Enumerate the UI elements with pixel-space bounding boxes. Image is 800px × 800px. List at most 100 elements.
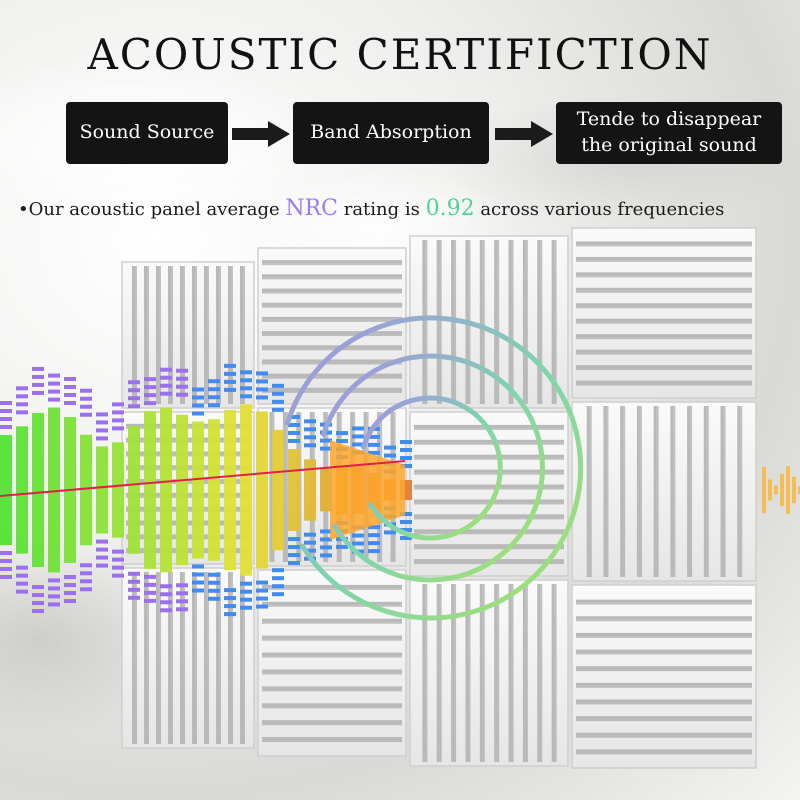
residual-bar [786,466,790,514]
wave-cap [16,581,28,586]
wave-bar [320,468,332,512]
wave-cap [176,591,188,596]
wave-bar [16,426,28,554]
wave-bar [288,448,300,532]
wave-cap [208,379,220,384]
wave-cap [144,582,156,587]
wave-cap [256,371,268,376]
wave-bar [208,419,220,561]
wave-cap [272,407,284,412]
wave-cap [368,450,380,455]
wave-cap [320,446,332,451]
wave-cap [192,564,204,569]
wave-bar [160,407,172,573]
wave-cap [128,595,140,600]
wave-cap [144,574,156,579]
wave-cap [128,380,140,385]
wave-cap [272,383,284,388]
arrow-right-icon [495,121,553,147]
statement-prefix: Our acoustic panel average [28,199,286,220]
wave-cap [48,381,60,386]
nrc-statement: •Our acoustic panel average NRC rating i… [18,196,724,221]
wave-cap [80,563,92,568]
wave-cap [304,435,316,440]
wave-cap [224,387,236,392]
wave-bar [112,442,124,538]
wave-cap [352,533,364,538]
wave-bar [80,434,92,546]
wave-cap [368,549,380,554]
wave-cap [304,419,316,424]
wave-cap [160,391,172,396]
wave-cap [144,598,156,603]
bullet: • [18,199,29,220]
wave-cap [304,427,316,432]
wave-cap [192,580,204,585]
wave-cap [128,579,140,584]
wave-cap [112,410,124,415]
wave-cap [272,399,284,404]
wave-cap [384,453,396,458]
step-disappear: Tende to disappear the original sound [556,102,782,164]
wave-cap [32,366,44,371]
wave-cap [96,563,108,568]
wave-cap [208,596,220,601]
wave-cap [80,388,92,393]
wave-cap [320,537,332,542]
wave-cap [144,401,156,406]
wave-cap [400,448,412,452]
wave-cap [288,422,300,427]
nrc-label: NRC [285,196,338,221]
wave-cap [224,604,236,609]
wave-cap [272,568,284,573]
step-label: Sound Source [79,121,215,144]
step-band-absorption: Band Absorption [293,102,489,164]
wave-bar [192,421,204,559]
wave-cap [192,588,204,593]
acoustic-panel [257,247,407,405]
wave-bar [304,459,316,521]
wave-cap [400,520,412,524]
wave-cap [64,400,76,405]
wave-cap [208,588,220,593]
wave-bar [272,429,284,551]
nrc-value: 0.92 [425,196,475,221]
wave-cap [176,607,188,612]
wave-cap [96,555,108,560]
acoustic-panel [257,569,407,757]
wave-cap [240,370,252,375]
wave-cap [144,393,156,398]
wave-cap [16,394,28,399]
residual-bar [792,476,796,504]
wave-cap [256,395,268,400]
wave-cap [304,532,316,537]
wave-bar [32,412,44,568]
wave-cap [192,403,204,408]
wave-cap [256,379,268,384]
wave-cap [48,397,60,402]
residual-bar [780,473,784,507]
wave-cap [80,579,92,584]
wave-cap [208,403,220,408]
wave-cap [144,385,156,390]
wave-cap [128,571,140,576]
wave-cap [176,583,188,588]
wave-cap [400,528,412,532]
wave-cap [352,434,364,439]
wave-cap [112,418,124,423]
wave-cap [400,536,412,540]
wave-cap [368,442,380,447]
wave-cap [160,608,172,613]
wave-cap [112,549,124,554]
wave-cap [48,594,60,599]
wave-cap [160,600,172,605]
wave-cap [368,525,380,530]
wave-cap [288,438,300,443]
wave-cap [176,376,188,381]
wave-cap [224,379,236,384]
sound-ring [285,315,584,621]
wave-cap [80,571,92,576]
wave-cap [368,434,380,439]
wave-cap [304,540,316,545]
